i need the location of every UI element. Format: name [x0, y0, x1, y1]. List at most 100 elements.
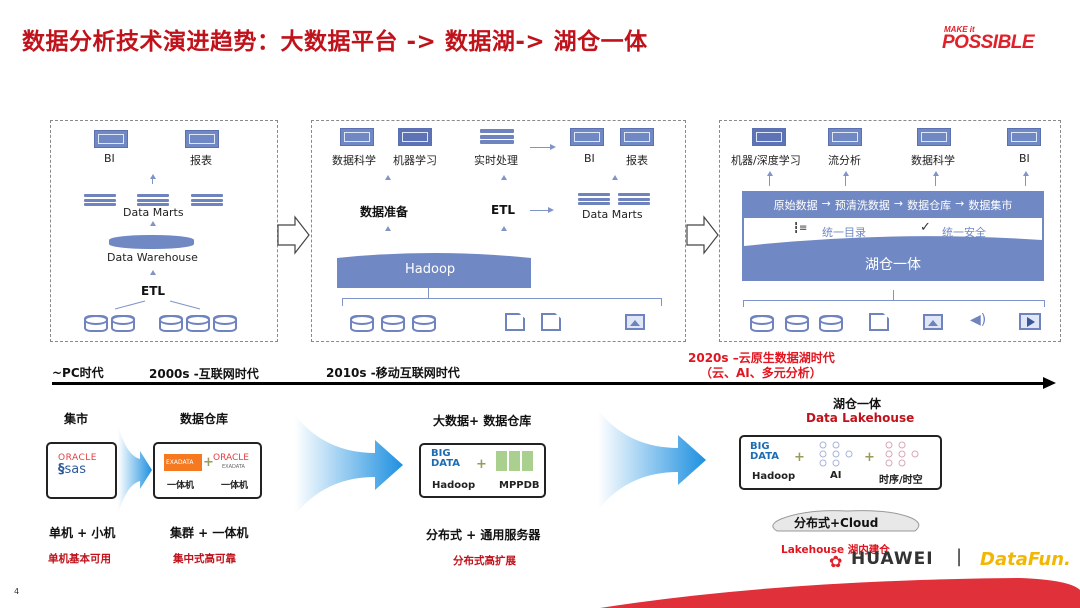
arrow-right-icon: → — [955, 197, 965, 210]
logo-possible: POSSIBLE — [942, 32, 1035, 53]
catalog-icon: ┇≡ — [793, 223, 808, 234]
datamart-icon — [578, 193, 610, 207]
stage3-title: 大数据+ 数据仓库 — [433, 414, 532, 428]
data-warehouse-icon — [109, 235, 194, 249]
arrow-up-icon — [933, 171, 939, 176]
decorative-red-swoosh — [600, 578, 1080, 608]
label-data-science: 数据科学 — [911, 154, 955, 167]
connector — [769, 176, 770, 186]
stage2-caption-2: 一体机 — [221, 481, 249, 491]
stage3-feature: 分布式高扩展 — [453, 555, 516, 567]
arrow-up-icon — [767, 171, 773, 176]
arrow-up-icon — [385, 226, 391, 231]
datamart-icon — [191, 194, 223, 208]
stage4-caption-2: AI — [830, 470, 842, 481]
timeline-axis — [52, 382, 1047, 385]
huawei-wordmark: HUAWEI — [851, 549, 934, 569]
label-bi: BI — [584, 152, 595, 165]
stage4-infra: 分布式+Cloud — [794, 516, 879, 530]
flow-arrow-icon — [598, 410, 706, 510]
connector — [845, 176, 846, 186]
connector — [428, 288, 429, 298]
stage4-title: 湖仓一体 — [833, 397, 882, 411]
arrow-up-icon — [843, 171, 849, 176]
data-science-icon — [917, 128, 951, 146]
arrow-up-icon — [501, 226, 507, 231]
stage3-infra: 分布式 + 通用服务器 — [426, 528, 541, 542]
label-report: 报表 — [626, 154, 648, 167]
datamart-icon — [84, 194, 116, 208]
report-icon — [620, 128, 654, 146]
huawei-logo-icon: ✿ — [829, 552, 843, 571]
mppdb-servers-icon — [496, 451, 534, 471]
teradata-logo: EXADATA — [164, 454, 202, 471]
image-icon — [625, 314, 645, 330]
database-icon — [785, 315, 809, 332]
stage1-title: 集市 — [64, 412, 89, 426]
shield-check-icon: ✓ — [920, 220, 931, 235]
connector — [530, 210, 548, 211]
database-icon — [412, 315, 436, 332]
connector — [661, 298, 662, 306]
source-bus — [342, 298, 662, 299]
era-mobile: 2010s -移动互联网时代 — [326, 366, 460, 380]
report-icon — [185, 130, 219, 148]
bi-icon — [570, 128, 604, 146]
transition-arrow-icon — [277, 215, 310, 255]
label-data-marts: Data Marts — [582, 208, 643, 221]
label-stream-analytics: 流分析 — [828, 154, 861, 167]
database-icon — [381, 315, 405, 332]
stage4-logo-box — [739, 435, 942, 490]
label-deep-learning: 机器/深度学习 — [731, 154, 801, 167]
label-data-warehouse: Data Warehouse — [107, 251, 198, 264]
stage3-caption-1: Hadoop — [432, 480, 476, 491]
sas-logo-text: sas — [64, 462, 87, 477]
label-report: 报表 — [190, 154, 212, 167]
era-cloud-sub: （云、AI、多元分析） — [700, 366, 822, 380]
stage2-feature: 集中式高可靠 — [173, 553, 236, 565]
data-science-icon — [340, 128, 374, 146]
arrow-right-icon — [550, 144, 556, 150]
stage1-feature: 单机基本可用 — [48, 553, 111, 565]
era-pc: ~PC时代 — [52, 366, 104, 380]
label-etl: ETL — [141, 284, 166, 298]
flow-arrow-icon — [118, 425, 152, 515]
connector — [1044, 300, 1045, 307]
label-data-prep: 数据准备 — [360, 205, 409, 219]
stage1-logo-box — [46, 442, 117, 499]
panel-cloud-era — [719, 120, 1061, 342]
bigdata-logo: BIG DATA — [431, 448, 461, 469]
document-icon — [541, 313, 561, 331]
era-cloud: 2020s –云原生数据湖时代 — [688, 351, 835, 365]
arrow-up-icon — [1023, 171, 1029, 176]
logo-separator: | — [956, 546, 963, 567]
governance-band — [744, 218, 1042, 246]
stage1-infra: 单机 + 小机 — [49, 526, 116, 540]
oracle-logo: ORACLE — [213, 453, 249, 463]
document-icon — [869, 313, 889, 331]
database-icon — [186, 315, 210, 332]
label-lakehouse: 湖仓一体 — [865, 257, 921, 273]
audio-icon: ◀) — [970, 312, 987, 328]
arrow-up-icon — [385, 175, 391, 180]
timeline-arrowhead-icon — [1043, 377, 1056, 389]
bigdata-logo: BIG DATA — [750, 441, 780, 462]
realtime-icon — [480, 129, 514, 144]
stage3-caption-2: MPPDB — [499, 480, 540, 491]
connector — [893, 290, 894, 300]
database-icon — [819, 315, 843, 332]
arrow-up-icon — [501, 175, 507, 180]
stage4-caption-3: 时序/时空 — [879, 475, 923, 486]
panel-internet-era — [311, 120, 686, 342]
pipeline-raw-data: 原始数据 — [773, 199, 818, 212]
label-etl: ETL — [491, 203, 516, 217]
database-icon — [84, 315, 108, 332]
stage4-caption-1: Hadoop — [752, 471, 796, 482]
stage4-subtitle: Data Lakehouse — [806, 411, 915, 425]
pipeline-data-mart: 数据集市 — [968, 199, 1013, 212]
page-number: 4 — [14, 587, 20, 596]
connector — [935, 176, 936, 186]
arrow-up-icon — [150, 174, 156, 179]
database-icon — [111, 315, 135, 332]
stage2-caption-1: 一体机 — [167, 481, 195, 491]
